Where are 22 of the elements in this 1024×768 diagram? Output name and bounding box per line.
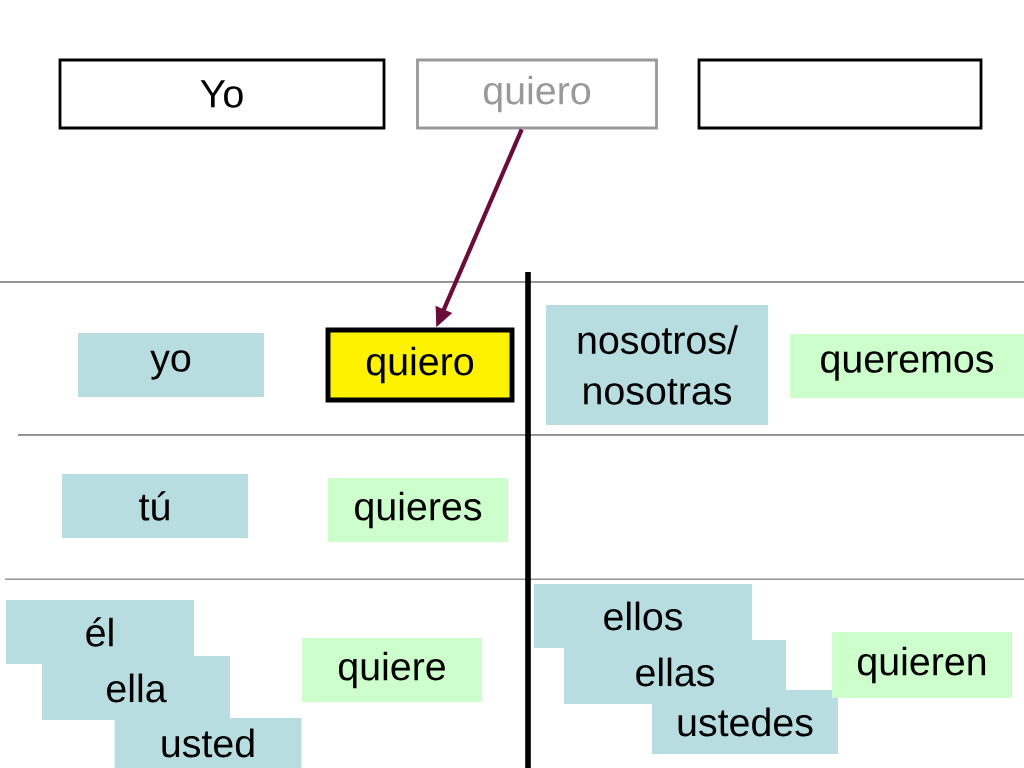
verb-box: queremos (790, 334, 1024, 398)
node-label: él (86, 617, 113, 647)
verb-box: quieres (328, 478, 508, 542)
pronoun-box: ustedes (652, 690, 838, 754)
pronoun-box: nosotros/ nosotras (546, 305, 768, 425)
node-label: ellos (604, 601, 683, 631)
verb-box: quieren (832, 632, 1012, 698)
pronoun-box: yo (78, 333, 264, 397)
highlighted-verb-box: quiero (325, 327, 515, 403)
sentence-box: Yo (58, 58, 386, 130)
pronoun-box: ella (42, 656, 230, 720)
node-label: ella (107, 673, 167, 703)
node-label: usted (162, 728, 254, 758)
empty-box (697, 58, 983, 130)
pronoun-box: ellos (534, 584, 752, 648)
pronoun-box: usted (114, 718, 302, 768)
node-label: ustedes (678, 707, 813, 737)
node-label: ellas (636, 657, 715, 687)
verb-box: quiere (302, 638, 482, 702)
pronoun-box: él (6, 600, 194, 664)
sentence-box: quiero (416, 58, 658, 130)
pronoun-box: tú (62, 474, 248, 538)
